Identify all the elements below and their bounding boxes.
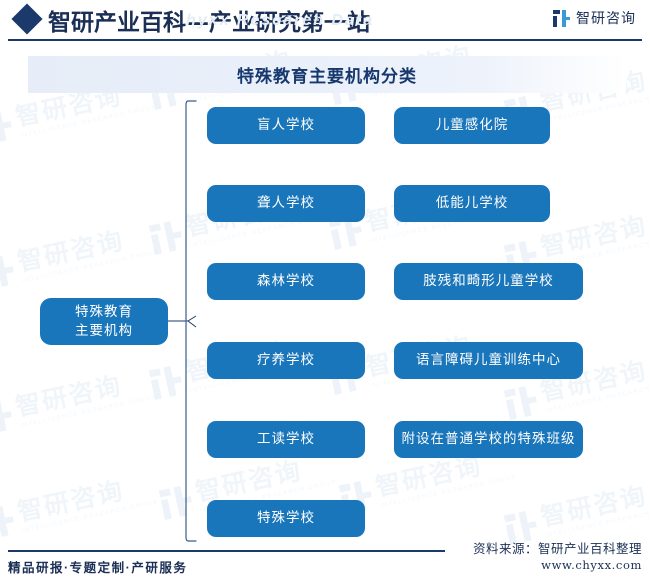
footer-source-text: 资料来源：智研产业百科整理 xyxy=(472,542,642,556)
diagram-node-right-2[interactable]: 低能儿学校 xyxy=(394,185,550,222)
page-title: 智研产业百科—产业研究第一站 xyxy=(48,9,370,36)
header-divider xyxy=(8,39,642,41)
chart-title-banner: 特殊教育主要机构分类 xyxy=(28,56,626,93)
zhiyan-logo-icon xyxy=(553,9,570,27)
diagram-node-right-1[interactable]: 儿童感化院 xyxy=(394,107,550,144)
diagram-root-node[interactable]: 特殊教育 主要机构 xyxy=(40,298,168,345)
page-header: 智研产业百科—产业研究第一站 hyxx Research Data 智研咨询 xyxy=(0,0,650,42)
header-ghost-text: hyxx Research Data xyxy=(186,12,375,29)
diagram-node-right-3[interactable]: 肢残和畸形儿童学校 xyxy=(394,263,583,300)
footer-services-text: 精品研报·专题定制·产研服务 xyxy=(8,561,188,575)
diagram-node-left-2[interactable]: 聋人学校 xyxy=(207,185,365,222)
diagram-node-left-1[interactable]: 盲人学校 xyxy=(207,107,365,144)
diagram-node-left-3[interactable]: 森林学校 xyxy=(207,263,365,300)
footer-url[interactable]: www.chyxx.com xyxy=(541,558,642,572)
footer-divider xyxy=(8,550,445,552)
diagram-node-left-5[interactable]: 工读学校 xyxy=(207,421,365,458)
diamond-icon xyxy=(11,3,43,35)
chart-title: 特殊教育主要机构分类 xyxy=(237,67,417,87)
brand-logo: 智研咨询 xyxy=(553,8,636,28)
diagram-node-left-6[interactable]: 特殊学校 xyxy=(207,500,365,537)
diagram-node-right-4[interactable]: 语言障碍儿童训练中心 xyxy=(394,342,583,379)
diagram-node-right-5[interactable]: 附设在普通学校的特殊班级 xyxy=(394,421,583,458)
brand-logo-label: 智研咨询 xyxy=(576,10,636,26)
diagram-node-left-4[interactable]: 疗养学校 xyxy=(207,342,365,379)
